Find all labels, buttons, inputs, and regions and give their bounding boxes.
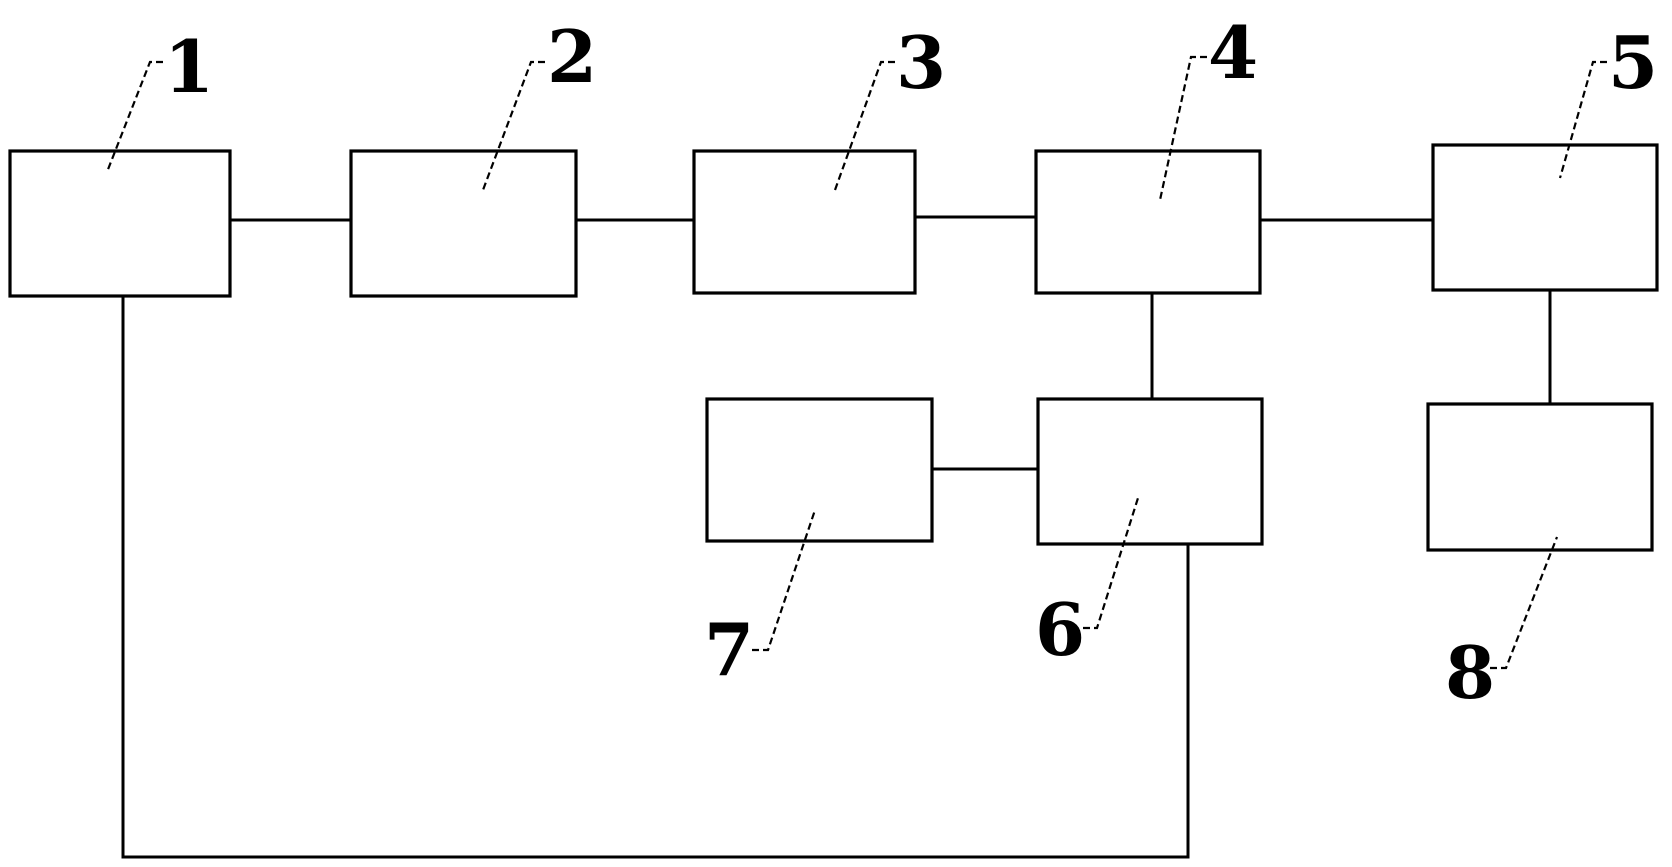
leader-8 bbox=[1490, 536, 1559, 670]
leader-1 bbox=[105, 60, 163, 173]
labels: 1 2 3 4 5 6 7 8 bbox=[164, 10, 1658, 715]
block-7 bbox=[705, 397, 934, 543]
leader-5 bbox=[1558, 60, 1607, 179]
leader-7 bbox=[752, 509, 817, 652]
label-7: 7 bbox=[704, 607, 754, 692]
blocks bbox=[8, 143, 1659, 552]
label-2: 2 bbox=[547, 14, 597, 99]
block-5 bbox=[1431, 143, 1659, 292]
label-8: 8 bbox=[1445, 630, 1495, 715]
leader-2 bbox=[481, 60, 545, 191]
block-6 bbox=[1036, 397, 1264, 546]
label-3: 3 bbox=[896, 20, 946, 105]
wire-1-6-feedback bbox=[121, 296, 1190, 859]
block-8 bbox=[1426, 402, 1654, 552]
leader-3 bbox=[833, 60, 895, 191]
block-4 bbox=[1034, 149, 1262, 295]
block-3 bbox=[692, 149, 917, 295]
label-4: 4 bbox=[1208, 10, 1258, 95]
block-1 bbox=[8, 149, 232, 298]
leaders bbox=[105, 55, 1607, 670]
label-6: 6 bbox=[1035, 587, 1085, 672]
label-1: 1 bbox=[164, 24, 214, 109]
connections bbox=[121, 215, 1552, 859]
leader-6 bbox=[1083, 497, 1140, 630]
leader-4 bbox=[1158, 55, 1207, 201]
label-5: 5 bbox=[1608, 20, 1658, 105]
block-2 bbox=[349, 149, 578, 298]
